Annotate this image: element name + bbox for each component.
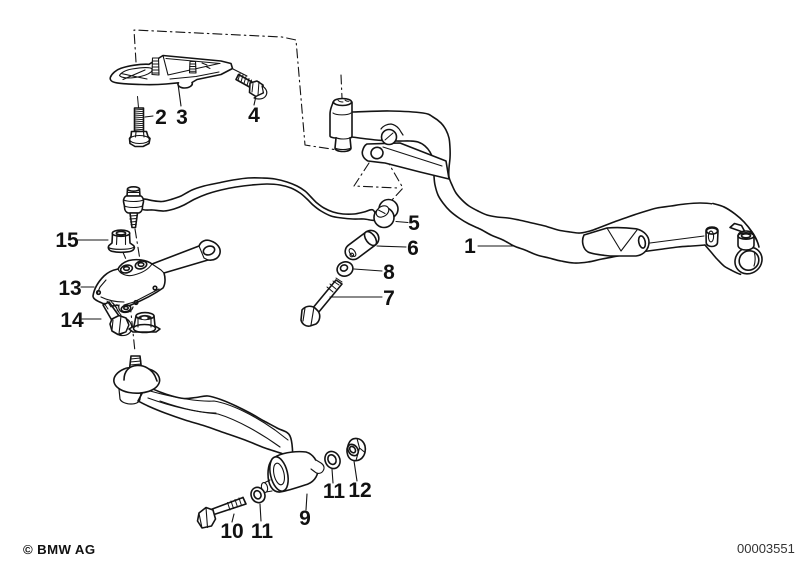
svg-text:15: 15 xyxy=(55,229,79,252)
svg-text:3: 3 xyxy=(176,106,188,129)
svg-text:13: 13 xyxy=(58,277,81,300)
svg-text:11: 11 xyxy=(323,480,346,503)
svg-text:10: 10 xyxy=(220,520,243,543)
svg-text:11: 11 xyxy=(251,520,274,543)
svg-text:12: 12 xyxy=(348,479,371,502)
svg-text:1: 1 xyxy=(464,235,476,258)
svg-text:6: 6 xyxy=(407,237,419,260)
svg-text:5: 5 xyxy=(408,212,420,235)
svg-text:2: 2 xyxy=(155,106,167,129)
svg-text:© BMW AG: © BMW AG xyxy=(23,542,96,557)
svg-text:4: 4 xyxy=(248,104,260,127)
svg-text:00003551: 00003551 xyxy=(737,541,795,556)
svg-text:9: 9 xyxy=(299,507,311,530)
svg-text:7: 7 xyxy=(383,287,395,310)
svg-text:14: 14 xyxy=(60,309,84,332)
svg-text:8: 8 xyxy=(383,261,395,284)
